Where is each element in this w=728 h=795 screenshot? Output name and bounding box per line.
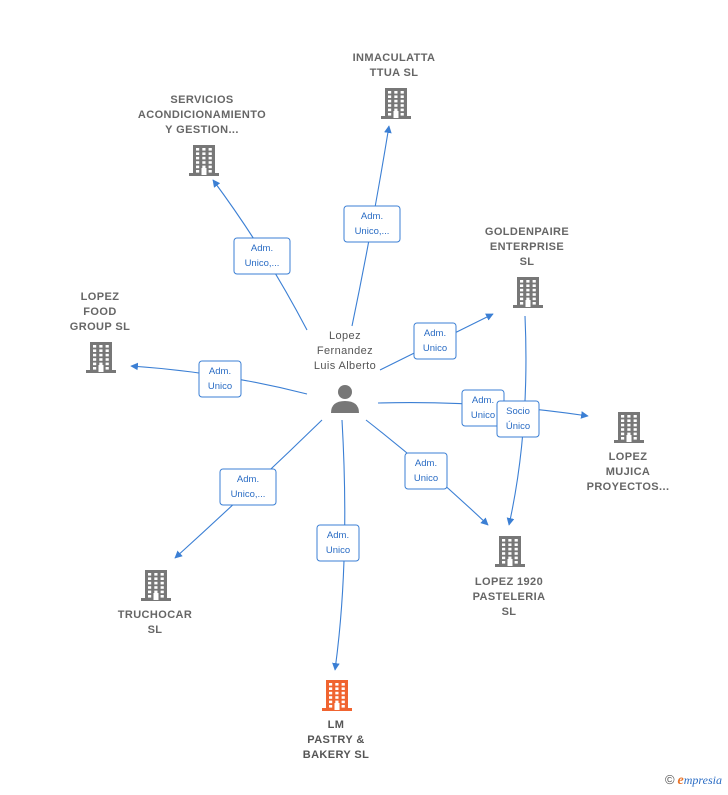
edge-label-person-lopez1920[interactable]: Adm. Unico (404, 452, 448, 490)
brand-name: mpresia (683, 773, 722, 787)
edge-label-box (343, 205, 401, 243)
edge-label-text: Adm. (251, 243, 273, 254)
building-icon (141, 570, 171, 601)
node-label: SL (502, 606, 517, 618)
copyright-symbol: © (664, 772, 675, 787)
footer-brand[interactable]: ©empresia (665, 772, 722, 789)
node-label: INMACULATTA (353, 52, 436, 64)
node-label: SERVICIOS (170, 94, 233, 106)
edge-label-person-goldenpaire[interactable]: Adm. Unico (413, 322, 457, 360)
edge-label-text: Adm. (472, 395, 494, 406)
building-icon (189, 145, 219, 176)
edge-label-text: Socio (506, 406, 530, 417)
node-label: ENTERPRISE (490, 241, 564, 253)
node-label: BAKERY SL (303, 749, 370, 761)
person-label: Luis Alberto (314, 360, 376, 372)
building-icon (495, 536, 525, 567)
edge-label-text: Único (506, 421, 530, 432)
edge-label-box (404, 452, 448, 490)
edge-label-box (198, 360, 242, 398)
node-lopezfood[interactable]: LOPEZ FOOD GROUP SL (70, 291, 130, 373)
building-icon (614, 412, 644, 443)
edge-label-text: Unico (208, 381, 232, 392)
node-label: ACONDICIONAMIENTO (138, 109, 266, 121)
node-label: GROUP SL (70, 321, 130, 333)
node-lopezmujica[interactable]: LOPEZ MUJICA PROYECTOS... (587, 412, 670, 493)
edge-label-text: Unico,... (355, 226, 390, 237)
node-label: LM (328, 719, 345, 731)
edge-label-text: Adm. (237, 474, 259, 485)
edge-label-text: Unico (471, 410, 495, 421)
node-label: TRUCHOCAR (118, 609, 192, 621)
node-servicios[interactable]: SERVICIOS ACONDICIONAMIENTO Y GESTION... (138, 94, 266, 176)
node-label: GOLDENPAIRE (485, 226, 569, 238)
edge-label-text: Unico (423, 343, 447, 354)
node-label: FOOD (83, 306, 116, 318)
node-label: PROYECTOS... (587, 481, 670, 493)
person-icon (331, 385, 359, 413)
node-label: LOPEZ (81, 291, 120, 303)
edge-label-box (219, 468, 277, 506)
node-label: MUJICA (606, 466, 651, 478)
node-label: PASTRY & (307, 734, 364, 746)
edge-label-person-lmpastry[interactable]: Adm. Unico (316, 524, 360, 562)
edge-label-text: Unico (414, 473, 438, 484)
edge-label-person-inmaculatta[interactable]: Adm. Unico,... (343, 205, 401, 243)
building-icon (86, 342, 116, 373)
edge-label-text: Unico,... (231, 489, 266, 500)
node-label: SL (520, 256, 535, 268)
node-label: SL (148, 624, 163, 636)
node-label: PASTELERIA (473, 591, 546, 603)
node-lmpastry[interactable]: LM PASTRY & BAKERY SL (303, 680, 370, 761)
edge-label-person-lopezfood[interactable]: Adm. Unico (198, 360, 242, 398)
building-icon (381, 88, 411, 119)
person-label: Lopez (329, 330, 361, 342)
edge-label-text: Unico,... (245, 258, 280, 269)
edge-label-text: Unico (326, 545, 350, 556)
node-label: LOPEZ (609, 451, 648, 463)
edge-label-box (413, 322, 457, 360)
edge-label-person-servicios[interactable]: Adm. Unico,... (233, 237, 291, 275)
node-inmaculatta[interactable]: INMACULATTA TTUA SL (353, 52, 436, 119)
edge-label-box (496, 400, 540, 438)
edge-label-text: Adm. (424, 328, 446, 339)
node-label: LOPEZ 1920 (475, 576, 543, 588)
edge-label-text: Adm. (361, 211, 383, 222)
node-label: Y GESTION... (165, 124, 239, 136)
edge-label-box (316, 524, 360, 562)
building-icon (513, 277, 543, 308)
node-label: TTUA SL (370, 67, 419, 79)
edge-label-text: Adm. (327, 530, 349, 541)
edge-label-person-truchocar[interactable]: Adm. Unico,... (219, 468, 277, 506)
person-label: Fernandez (317, 345, 373, 357)
building-icon (322, 680, 352, 711)
edge-label-box (233, 237, 291, 275)
edge-label-text: Adm. (209, 366, 231, 377)
node-goldenpaire[interactable]: GOLDENPAIRE ENTERPRISE SL (485, 226, 569, 308)
brand-initial: e (677, 773, 684, 788)
node-truchocar[interactable]: TRUCHOCAR SL (118, 570, 192, 636)
edge-label-text: Adm. (415, 458, 437, 469)
